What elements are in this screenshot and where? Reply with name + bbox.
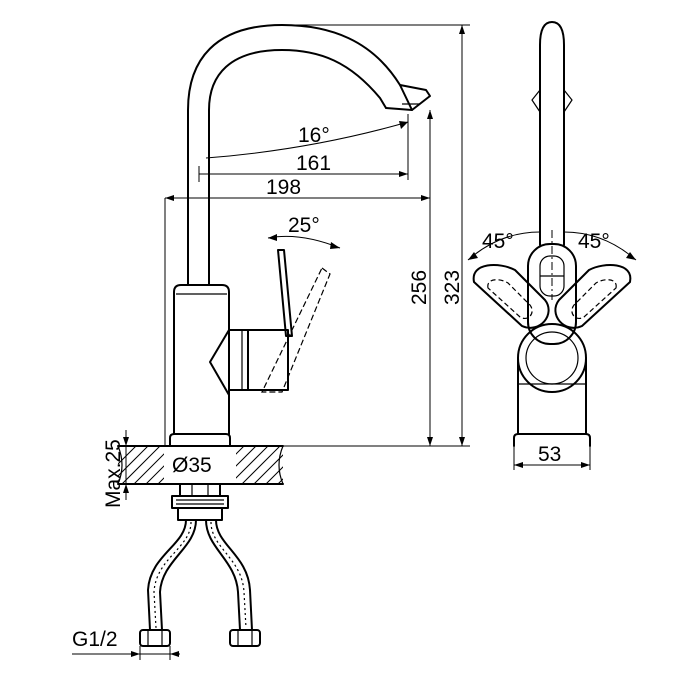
mounting-hardware bbox=[171, 483, 229, 521]
handle-cartridge bbox=[228, 329, 249, 391]
aerator bbox=[385, 84, 431, 111]
handle-lever bbox=[277, 249, 293, 337]
label-base-width: 53 bbox=[538, 443, 561, 466]
side-view: 45° 45° 53 bbox=[467, 21, 637, 470]
dim-spout-height: 256 bbox=[408, 110, 433, 446]
front-view: 16° 161 198 25° bbox=[72, 24, 470, 660]
countertop-section bbox=[117, 444, 284, 486]
label-spout-reach: 161 bbox=[296, 152, 331, 175]
dim-total-height: 323 bbox=[232, 24, 470, 447]
label-total-height: 323 bbox=[441, 270, 464, 305]
side-cartridge-ring bbox=[517, 323, 587, 393]
label-spout-height: 256 bbox=[408, 270, 431, 305]
side-lever-center bbox=[527, 243, 577, 345]
dim-max-thickness: Max.25 bbox=[102, 430, 134, 508]
dim-spout-reach: 161 bbox=[198, 152, 408, 182]
faucet-body bbox=[173, 284, 230, 435]
side-spout bbox=[539, 21, 565, 246]
label-right-angle: 45° bbox=[578, 230, 610, 253]
side-lever-positions bbox=[472, 264, 632, 329]
label-thread: G1/2 bbox=[72, 628, 118, 651]
dim-base-width: 53 bbox=[513, 443, 591, 470]
dim-spout-angle: 16° bbox=[205, 114, 409, 180]
label-left-angle: 45° bbox=[482, 230, 514, 253]
label-spout-angle: 16° bbox=[298, 124, 330, 147]
handle-lever-open bbox=[261, 267, 331, 393]
dim-left-angle: 45° bbox=[467, 230, 541, 261]
dim-right-angle: 45° bbox=[563, 230, 637, 261]
label-base-diameter: Ø35 bbox=[172, 454, 212, 477]
label-lever-angle: 25° bbox=[288, 214, 320, 237]
dim-base-diameter: Ø35 bbox=[172, 454, 212, 477]
dim-thread: G1/2 bbox=[72, 628, 180, 660]
dim-lever-angle: 25° bbox=[267, 214, 341, 249]
flex-hoses bbox=[139, 519, 261, 647]
label-max-thickness: Max.25 bbox=[102, 439, 125, 508]
label-overall-reach: 198 bbox=[266, 176, 301, 199]
faucet-base bbox=[169, 433, 231, 447]
